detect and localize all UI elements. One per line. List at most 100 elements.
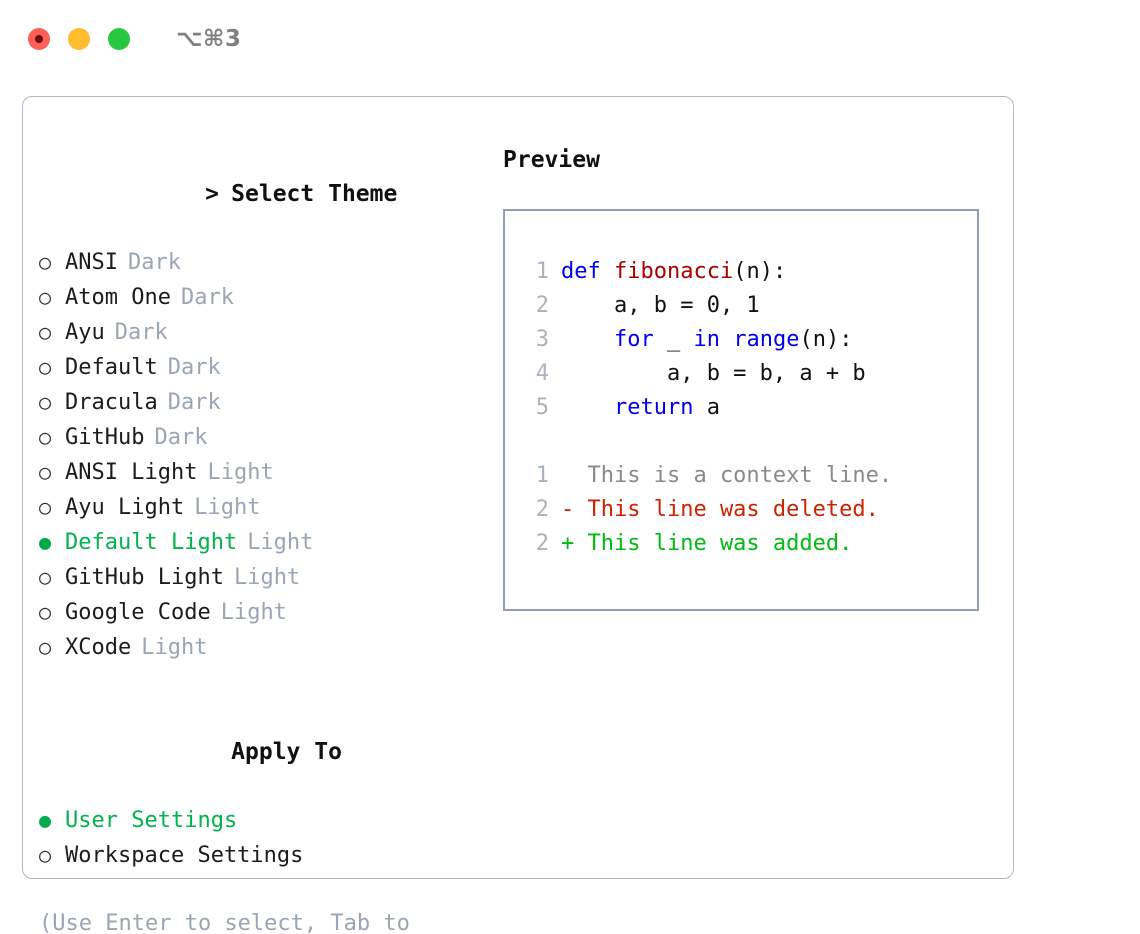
code-line: 4 a, b = b, a + b xyxy=(519,357,977,391)
apply-to-list: ● User Settings ○Workspace Settings xyxy=(39,803,489,873)
code-line-number: 3 xyxy=(535,327,549,352)
select-theme-header: >Select Theme xyxy=(39,143,489,245)
diff-line-ctx: 1 This is a context line. xyxy=(519,459,977,493)
theme-option-tag: Light xyxy=(233,565,301,590)
diff-line-text: This is a context line. xyxy=(561,463,893,488)
apply-to-title: Apply To xyxy=(231,739,342,765)
code-token-plain xyxy=(561,395,614,420)
radio-unselected-icon: ○ xyxy=(39,425,52,449)
code-token-plain: (n): xyxy=(799,327,853,352)
theme-option-tag: Light xyxy=(207,460,274,485)
code-line-number: 5 xyxy=(535,395,549,420)
theme-option-label: XCode xyxy=(65,635,132,660)
radio-unselected-icon: ○ xyxy=(39,495,52,519)
radio-unselected-icon: ○ xyxy=(39,250,52,274)
code-token-kw: in xyxy=(693,327,720,352)
radio-unselected-icon: ○ xyxy=(39,285,52,309)
theme-option-tag: Dark xyxy=(167,390,221,415)
radio-selected-icon: ● xyxy=(39,530,52,554)
preview-header: Preview xyxy=(503,147,600,173)
theme-option-tag: Dark xyxy=(154,425,208,450)
keyboard-hint-text: (Use Enter to select, Tab to change focu… xyxy=(39,911,410,934)
diff-line-number: 2 xyxy=(535,497,549,522)
diff-line-number: 1 xyxy=(535,463,549,488)
code-line: 5 return a xyxy=(519,391,977,425)
code-token-kw: return xyxy=(613,395,694,420)
diff-line-add: 2 + This line was added. xyxy=(519,527,977,561)
radio-unselected-icon: ○ xyxy=(39,565,52,589)
theme-option-tag: Dark xyxy=(180,285,234,310)
code-line-number: 1 xyxy=(535,259,549,284)
radio-unselected-icon: ○ xyxy=(39,635,52,659)
theme-option-5[interactable]: ○ GitHub Dark xyxy=(39,420,489,455)
theme-option-tag: Light xyxy=(247,530,314,555)
apply-to-group: Apply To ● User Settings ○Workspace Settin… xyxy=(39,701,489,873)
maximize-button[interactable] xyxy=(108,28,130,50)
code-token-kw: def xyxy=(561,259,614,284)
code-line-text: a, b = b, a + b xyxy=(561,357,866,391)
code-line-text: for _ in range(n): xyxy=(561,323,852,357)
title-bar: ⌥⌘3 xyxy=(0,0,1140,78)
diff-line-number: 2 xyxy=(535,531,549,556)
theme-option-tag: Dark xyxy=(167,355,221,380)
radio-unselected-icon: ○ xyxy=(39,355,52,379)
theme-option-1[interactable]: ○ Atom One Dark xyxy=(39,280,489,315)
radio-unselected-icon: ○ xyxy=(39,320,52,344)
apply-to-option-label: Workspace Settings xyxy=(65,843,304,868)
minimize-button[interactable] xyxy=(68,28,90,50)
diff-line-del: 2 - This line was deleted. xyxy=(519,493,977,527)
code-token-plain: a, b = b, a + b xyxy=(561,361,866,386)
theme-option-label: ANSI Light xyxy=(65,460,198,485)
select-theme-title: Select Theme xyxy=(231,181,398,207)
code-token-kw: for xyxy=(613,327,654,352)
radio-unselected-icon: ○ xyxy=(39,390,52,414)
code-token-plain: (n): xyxy=(733,259,787,284)
theme-option-label: Atom One xyxy=(65,285,171,310)
code-line-text: def fibonacci(n): xyxy=(561,255,786,289)
theme-option-9[interactable]: ○ GitHub Light Light xyxy=(39,560,489,595)
theme-option-tag: Light xyxy=(220,600,287,625)
apply-to-option-1[interactable]: ○Workspace Settings xyxy=(39,838,489,873)
code-line-number: 2 xyxy=(535,293,549,318)
theme-option-label: GitHub Light xyxy=(65,565,224,590)
theme-option-label: GitHub xyxy=(65,425,145,450)
close-button[interactable] xyxy=(28,28,50,50)
apply-to-option-label: User Settings xyxy=(65,808,238,833)
theme-option-8[interactable]: ● Default Light Light xyxy=(39,525,489,560)
theme-option-label: ANSI xyxy=(65,250,118,275)
theme-option-label: Default Light xyxy=(65,530,238,555)
theme-option-tag: Light xyxy=(194,495,261,520)
apply-to-focus-marker-icon xyxy=(205,735,231,769)
code-line-text: return a xyxy=(561,391,720,425)
diff-line-text: - This line was deleted. xyxy=(561,497,879,522)
code-token-kw: range xyxy=(733,327,800,352)
theme-option-tag: Light xyxy=(141,635,208,660)
code-token-plain: a, b = 0, 1 xyxy=(561,293,760,318)
apply-to-header: Apply To xyxy=(39,701,489,803)
theme-option-label: Ayu xyxy=(65,320,105,345)
diff-sample: 1 This is a context line. 2 - This line wa… xyxy=(519,459,977,561)
radio-selected-icon: ● xyxy=(39,808,52,832)
code-token-plain xyxy=(720,327,733,352)
code-token-plain: a xyxy=(693,395,720,420)
code-line: 1 def fibonacci(n): xyxy=(519,255,977,289)
code-token-plain xyxy=(561,327,614,352)
theme-option-11[interactable]: ○ XCode Light xyxy=(39,630,489,665)
traffic-lights xyxy=(28,28,130,50)
diff-line-text: + This line was added. xyxy=(561,531,853,556)
code-line: 2 a, b = 0, 1 xyxy=(519,289,977,323)
apply-to-option-0[interactable]: ● User Settings xyxy=(39,803,489,838)
keyboard-shortcut-label: ⌥⌘3 xyxy=(176,26,242,52)
